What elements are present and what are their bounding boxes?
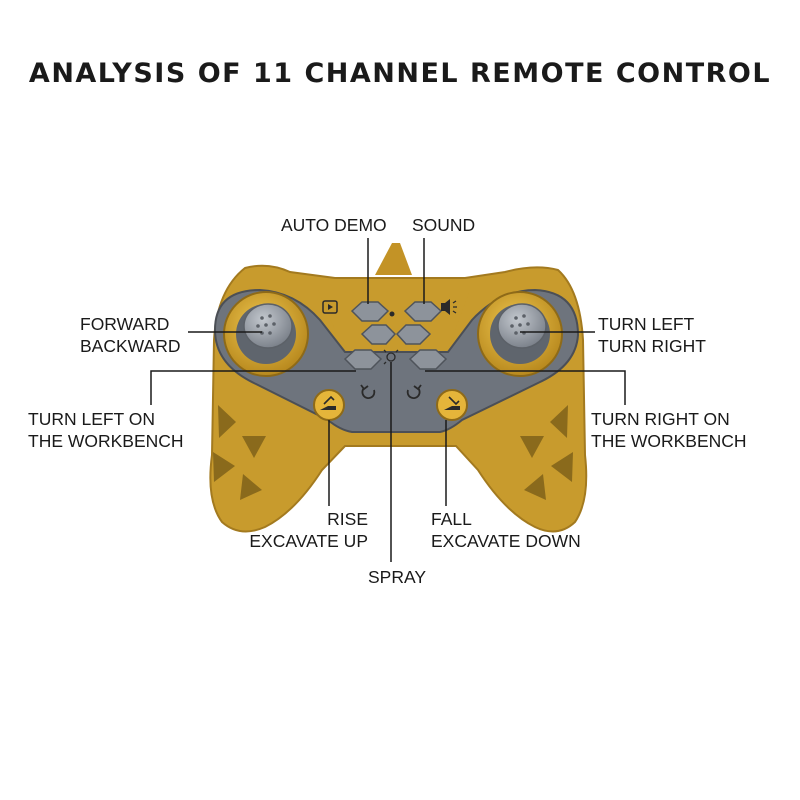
leader-turn-left-workbench xyxy=(150,370,356,405)
right-joystick xyxy=(477,291,563,377)
label-rise: RISE EXCAVATE UP xyxy=(200,508,368,552)
label-turn-left-workbench: TURN LEFT ON THE WORKBENCH xyxy=(28,408,184,452)
label-rise-title: RISE xyxy=(327,509,368,529)
diagram-title: ANALYSIS OF 11 CHANNEL REMOTE CONTROL xyxy=(28,58,772,89)
center-right-button xyxy=(395,324,432,345)
left-joystick xyxy=(223,291,309,377)
label-turn-left-on: TURN LEFT ON xyxy=(28,409,156,429)
antenna xyxy=(375,243,412,275)
right-grip-vents xyxy=(520,405,573,500)
label-the-workbench-left: THE WORKBENCH xyxy=(28,431,184,451)
rotate-right-icon xyxy=(406,384,422,399)
leader-turn-right-workbench xyxy=(425,370,626,405)
label-fall-title: FALL xyxy=(431,509,472,529)
play-icon xyxy=(322,300,338,314)
label-sound: SOUND xyxy=(412,215,476,235)
led-indicator xyxy=(389,311,395,317)
label-fall: FALL EXCAVATE DOWN xyxy=(431,508,581,552)
turn-left-workbench-button xyxy=(343,349,383,370)
label-forward: FORWARD xyxy=(80,314,170,334)
spray-icon xyxy=(383,349,399,365)
label-the-workbench-right: THE WORKBENCH xyxy=(591,431,747,451)
excavator-down-icon xyxy=(444,396,460,410)
rise-button xyxy=(313,389,345,421)
excavator-up-icon xyxy=(320,395,336,410)
rotate-left-icon xyxy=(360,384,376,399)
left-grip-vents xyxy=(213,405,266,500)
speaker-icon xyxy=(441,299,457,315)
label-forward-backward: FORWARD BACKWARD xyxy=(80,313,180,357)
fall-button xyxy=(436,389,468,421)
center-left-button xyxy=(360,324,397,345)
label-turn-right-on: TURN RIGHT ON xyxy=(591,409,730,429)
label-excavate-down: EXCAVATE DOWN xyxy=(431,531,581,551)
label-turn-right-workbench: TURN RIGHT ON THE WORKBENCH xyxy=(591,408,747,452)
leader-lines xyxy=(150,238,626,562)
auto-demo-button xyxy=(350,301,390,322)
label-turn-left: TURN LEFT xyxy=(598,314,695,334)
label-turn-left-right: TURN LEFT TURN RIGHT xyxy=(598,313,706,357)
label-excavate-up: EXCAVATE UP xyxy=(249,531,368,551)
label-turn-right: TURN RIGHT xyxy=(598,336,706,356)
label-spray: SPRAY xyxy=(367,567,427,587)
label-backward: BACKWARD xyxy=(80,336,181,356)
label-auto-demo: AUTO DEMO xyxy=(281,215,387,235)
turn-right-workbench-button xyxy=(408,349,448,370)
